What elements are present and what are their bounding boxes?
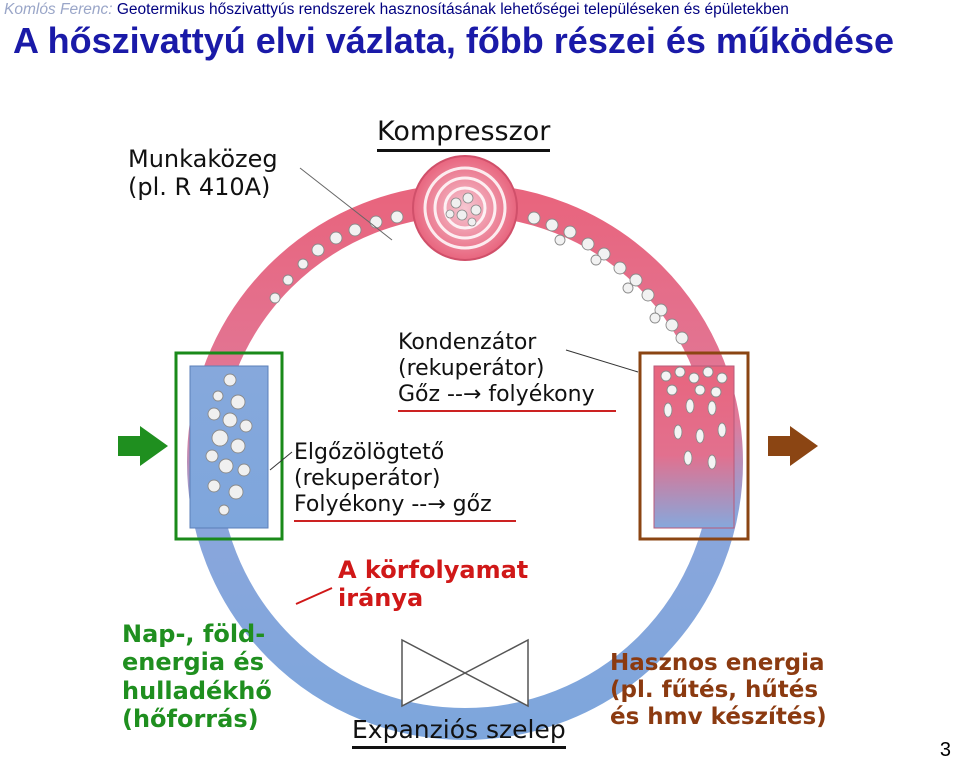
evaporator-label: Elgőzölögtető (rekuperátor) Folyékony --… [294,440,516,522]
useful-energy-line1: Hasznos energia [610,650,825,676]
useful-energy-line2: (pl. fűtés, hűtés [610,677,819,704]
direction-leader-line [295,587,333,605]
condenser-name: Kondenzátor [398,330,537,355]
condenser-label: Kondenzátor (rekuperátor) Gőz --→ folyék… [398,330,616,412]
condenser-type: (rekuperátor) [398,355,545,381]
evaporator-process: Folyékony --→ gőz [294,491,492,517]
expansion-valve [401,638,529,708]
condenser-process: Gőz --→ folyékony [398,381,595,407]
cycle-direction-line2: iránya [338,584,424,613]
expansion-valve-label: Expanziós szelep [352,715,566,749]
cycle-direction-line1: A körfolyamat [338,556,529,584]
working-medium-example: (pl. R 410A) [128,173,271,202]
page-number: 3 [939,739,951,761]
header-author: Komlós Ferenc: [4,1,113,18]
heat-source-arrow-icon [118,426,168,466]
compressor-label: Kompresszor [377,116,551,152]
vapor-bubbles [269,210,689,345]
condenser-leader-line [565,349,639,373]
compressor [412,155,518,261]
useful-energy-arrow-icon [768,426,818,466]
heat-source-label: Nap-, föld- energia és hulladékhő (hőfor… [122,620,272,733]
heat-source-line1: Nap-, föld- [122,620,266,648]
compressor-leader-line [299,167,393,241]
heat-source-line4: (hőforrás) [122,704,259,733]
page-title: A hőszivattyú elvi vázlata, főbb részei … [13,20,894,61]
cycle-direction-label: A körfolyamat iránya [338,556,528,613]
useful-energy-label: Hasznos energia (pl. fűtés, hűtés és hmv… [610,650,827,731]
evaporator-leader-line [269,451,293,471]
evaporator-name: Elgőzölögtető [294,440,445,465]
working-medium-label: Munkaközeg (pl. R 410A) [128,145,278,202]
working-medium-name: Munkaközeg [128,145,278,173]
slide-header: Komlós Ferenc: Geotermikus hőszivattyús … [4,1,789,19]
heat-source-line2: energia és [122,648,264,677]
header-subtitle: Geotermikus hőszivattyús rendszerek hasz… [116,1,789,18]
evaporator-type: (rekuperátor) [294,465,441,491]
cycle-direction-arrow-icon [276,592,301,616]
evaporator [174,351,284,541]
condenser [638,351,750,541]
useful-energy-line3: és hmv készítés) [610,704,827,731]
heat-source-line3: hulladékhő [122,676,272,705]
